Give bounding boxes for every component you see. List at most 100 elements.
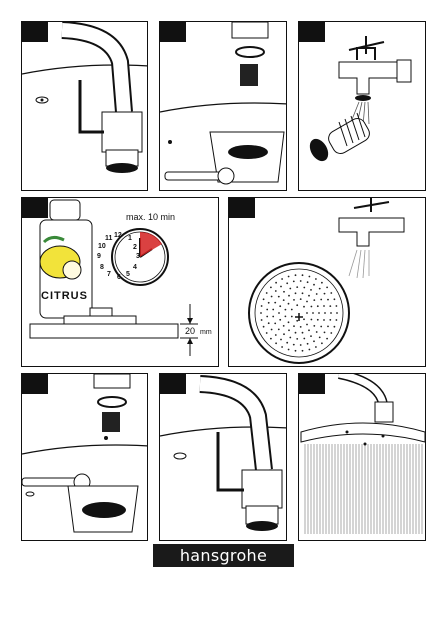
clock-number-10: 10 xyxy=(98,243,106,250)
clock-number-11: 11 xyxy=(105,235,113,242)
nozzle-dot xyxy=(308,275,311,278)
nozzle-dot xyxy=(270,337,272,340)
nozzle-dot xyxy=(294,349,297,352)
nozzle-dot xyxy=(329,319,332,321)
reattach-arm-illustration xyxy=(160,375,286,531)
nozzle-dot xyxy=(294,331,297,334)
nozzle-dot xyxy=(306,323,308,326)
nozzle-dot xyxy=(260,312,262,314)
nozzle-dot xyxy=(288,294,290,297)
nozzle-dot xyxy=(294,292,297,295)
nozzle-dot xyxy=(303,305,305,308)
nozzle-dot xyxy=(308,329,310,332)
nozzle-dot xyxy=(301,274,304,277)
nozzle-dot xyxy=(282,299,285,301)
nozzle-dot xyxy=(327,325,329,328)
nozzle-dot xyxy=(274,322,277,325)
nozzle-dot xyxy=(315,331,318,333)
nozzle-dot xyxy=(306,342,309,345)
nozzle-dot xyxy=(329,305,332,307)
nozzle-dot xyxy=(260,319,263,321)
step-number-badge xyxy=(160,374,186,394)
nozzle-dot xyxy=(312,312,314,314)
nozzle-dot xyxy=(303,286,306,289)
nozzle-dot xyxy=(320,298,323,301)
nozzle-dot xyxy=(313,340,315,343)
nozzle-dot xyxy=(330,292,333,294)
nozzle-dot xyxy=(270,286,272,289)
nozzle-dot xyxy=(323,319,325,321)
clock-number-4: 4 xyxy=(133,264,137,271)
nozzle-dot xyxy=(318,287,321,290)
nozzle-dot xyxy=(303,337,306,340)
nozzle-dot xyxy=(323,292,326,295)
nozzle-dot xyxy=(292,343,295,346)
nozzle-dot xyxy=(262,298,265,301)
nozzle-dot xyxy=(323,331,326,334)
nozzle-dot xyxy=(275,342,277,345)
nozzle-dot xyxy=(275,281,277,284)
step-panel-6 xyxy=(21,373,148,541)
nozzle-dot xyxy=(274,301,277,304)
nozzle-dot xyxy=(270,328,273,331)
nozzle-dot xyxy=(280,285,282,288)
nozzle-dot xyxy=(274,290,277,292)
nozzle-dot xyxy=(335,319,338,321)
step-number-badge xyxy=(299,22,325,42)
step-panel-1 xyxy=(21,21,148,191)
nozzle-dot xyxy=(286,341,289,344)
nozzle-dot xyxy=(324,312,326,314)
nozzle-dot xyxy=(313,283,315,286)
nozzle-dot xyxy=(290,308,293,311)
nozzle-dot xyxy=(321,342,323,345)
filter-removal-illustration xyxy=(160,22,286,185)
hansgrohe-logo: hansgrohe xyxy=(153,544,294,567)
running-shower-illustration xyxy=(300,374,425,534)
nozzle-dot xyxy=(267,301,270,304)
nozzle-dot xyxy=(323,305,325,307)
clock-number-9: 9 xyxy=(97,253,101,260)
nozzle-dot xyxy=(306,312,308,314)
nozzle-dot xyxy=(287,321,290,324)
nozzle-dot xyxy=(327,298,329,301)
nozzle-dot xyxy=(301,292,304,295)
nozzle-dot xyxy=(326,337,328,340)
nozzle-dot xyxy=(286,282,289,285)
nozzle-dot xyxy=(279,318,282,321)
nozzle-dot xyxy=(287,302,290,305)
nozzle-dot xyxy=(281,346,283,348)
nozzle-dot xyxy=(279,305,282,308)
step-number-badge xyxy=(229,198,255,218)
nozzle-dot xyxy=(272,308,275,311)
nozzle-dot xyxy=(284,308,287,311)
shower-head-rinse-illustration xyxy=(248,198,405,364)
nozzle-dot xyxy=(315,346,317,348)
step-panel-8 xyxy=(298,373,426,541)
step-number-badge xyxy=(160,22,186,42)
shower-arm-illustration xyxy=(22,22,147,173)
nozzle-dot xyxy=(330,312,332,314)
faucet-rinse-illustration xyxy=(309,36,412,162)
nozzle-dot xyxy=(315,278,317,280)
nozzle-dot xyxy=(296,319,299,322)
step-panel-5 xyxy=(228,197,426,367)
time-label: max. 10 min xyxy=(126,212,176,222)
nozzle-dot xyxy=(318,312,320,314)
nozzle-dot xyxy=(320,325,323,328)
nozzle-dot xyxy=(299,326,302,328)
nozzle-dot xyxy=(296,304,299,307)
nozzle-dot xyxy=(310,289,312,291)
nozzle-dot xyxy=(289,336,292,339)
nozzle-dot xyxy=(308,294,310,297)
nozzle-dot xyxy=(282,325,285,327)
nozzle-dot xyxy=(270,295,273,298)
nozzle-dot xyxy=(289,287,292,290)
nozzle-dot xyxy=(267,322,270,325)
nozzle-dot xyxy=(301,349,304,352)
step-panel-3 xyxy=(298,21,426,191)
nozzle-dot xyxy=(287,348,290,351)
nozzle-dot xyxy=(313,299,316,301)
nozzle-dot xyxy=(277,295,280,298)
step-number-badge xyxy=(299,374,325,394)
nozzle-dot xyxy=(310,318,313,321)
